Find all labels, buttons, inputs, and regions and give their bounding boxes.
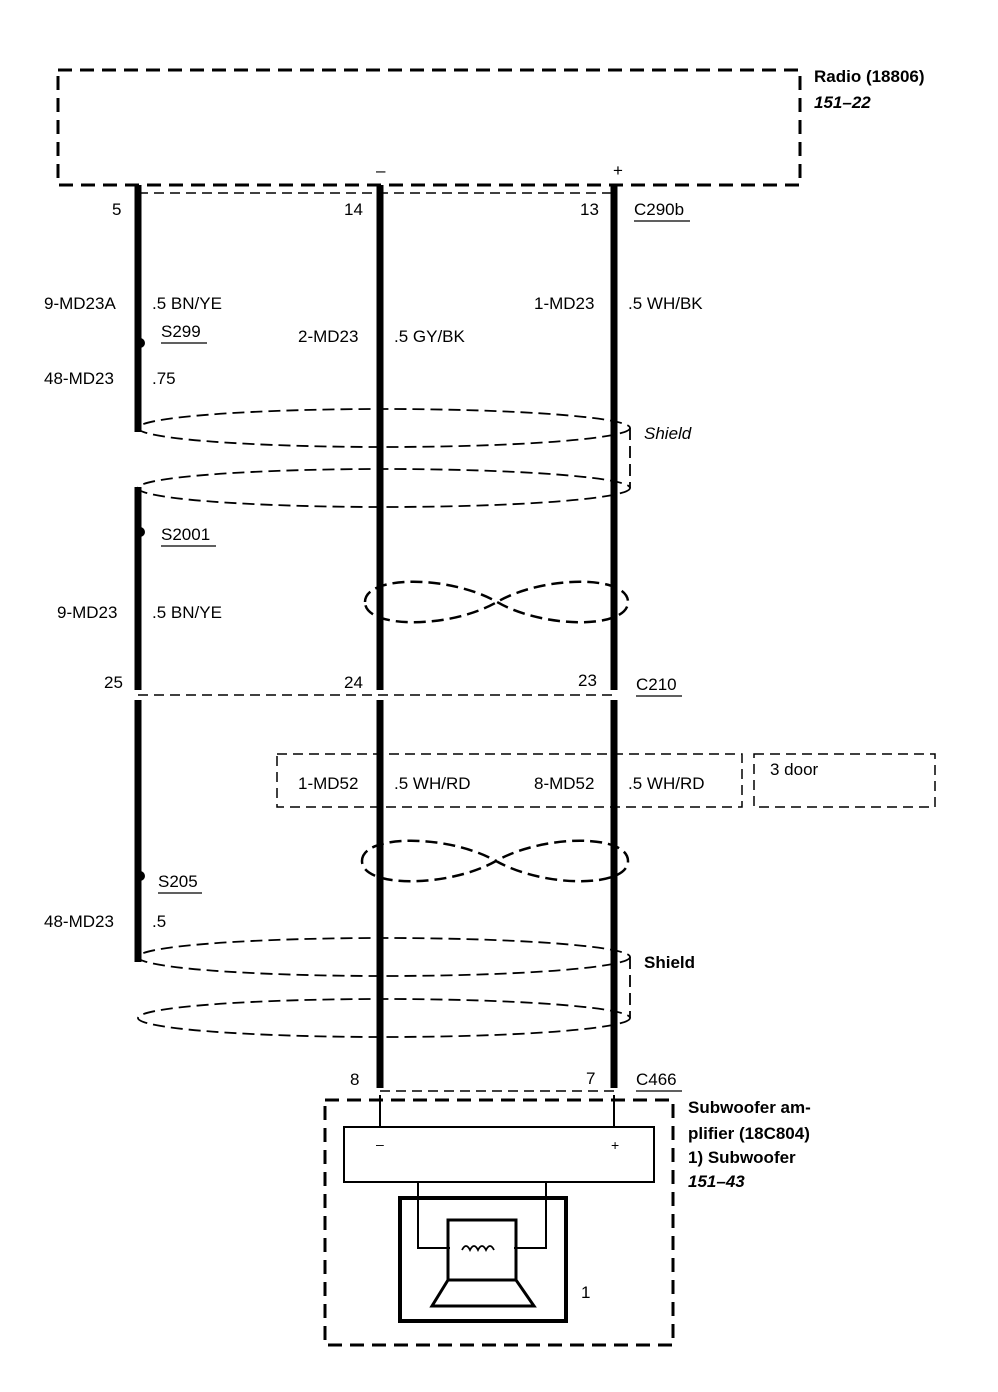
amp-title-line3: 1) Subwoofer: [688, 1148, 796, 1167]
three-door-label-box: [753, 753, 936, 808]
wire-color-9-md23a: .5 BN/YE: [152, 294, 222, 313]
splice-s2001-label: S2001: [161, 525, 210, 544]
wire-color-2-md23: .5 GY/BK: [394, 327, 466, 346]
splice-s2001-dot: [135, 527, 145, 537]
speaker-lead-right: [514, 1182, 547, 1249]
wire-label-2-md23: 2-MD23: [298, 327, 358, 346]
three-door-wire-box: [276, 753, 743, 808]
amp-minus: –: [376, 1136, 384, 1152]
radio-minus: –: [376, 161, 386, 180]
shield-top-upper-ring: [137, 408, 631, 448]
amp-plus: +: [611, 1137, 619, 1153]
shield-bottom-lower-ring: [137, 998, 631, 1038]
pin-23: 23: [578, 671, 597, 690]
wire-label-48-md23-bottom: 48-MD23: [44, 912, 114, 931]
amplifier-module: [343, 1126, 655, 1183]
wire-label-1-md23: 1-MD23: [534, 294, 594, 313]
speaker-enclosure: [398, 1196, 568, 1323]
amp-title-line1: Subwoofer am-: [688, 1098, 811, 1117]
radio-title: Radio (18806): [814, 67, 925, 86]
wire-color-1-md52: .5 WH/RD: [394, 774, 471, 793]
wire-color-48-md23-top: .75: [152, 369, 176, 388]
subwoofer-amplifier-box: [323, 1098, 675, 1347]
speaker-callout: 1: [581, 1283, 590, 1302]
speaker-lead-left: [417, 1182, 450, 1249]
pin-8: 8: [350, 1070, 359, 1089]
amp-ref: 151–43: [688, 1172, 745, 1191]
connector-c466-label: C466: [636, 1070, 677, 1089]
shield-bottom-label: Shield: [644, 953, 695, 972]
splice-s299-dot: [135, 338, 145, 348]
pin-13: 13: [580, 200, 599, 219]
wire-label-1-md52: 1-MD52: [298, 774, 358, 793]
pin-14: 14: [344, 200, 363, 219]
splice-s205-dot: [135, 871, 145, 881]
splice-s299-label: S299: [161, 322, 201, 341]
connector-c210-label: C210: [636, 675, 677, 694]
splice-s205-label: S205: [158, 872, 198, 891]
shield-bottom-upper-ring: [137, 937, 631, 977]
wire-color-48-md23-bottom: .5: [152, 912, 166, 931]
speaker-cone-icon: [429, 1278, 537, 1308]
twisted-pair-lower: [360, 839, 630, 883]
wire-color-9-md23: .5 BN/YE: [152, 603, 222, 622]
pin-5: 5: [112, 200, 121, 219]
wire-label-8-md52: 8-MD52: [534, 774, 594, 793]
wire-color-8-md52: .5 WH/RD: [628, 774, 705, 793]
wire-label-9-md23: 9-MD23: [57, 603, 117, 622]
wire-label-9-md23a: 9-MD23A: [44, 294, 116, 313]
wire-label-48-md23-top: 48-MD23: [44, 369, 114, 388]
voice-coil-icon: [461, 1245, 495, 1253]
radio-box: [56, 68, 802, 187]
radio-plus: +: [613, 161, 623, 180]
radio-ref: 151–22: [814, 93, 871, 112]
three-door-label: 3 door: [770, 760, 819, 779]
speaker-magnet: [446, 1218, 518, 1282]
twisted-pair-upper: [363, 580, 630, 624]
amp-title-line2: plifier (18C804): [688, 1124, 810, 1143]
wire-color-1-md23: .5 WH/BK: [628, 294, 703, 313]
pin-24: 24: [344, 673, 363, 692]
pin-25: 25: [104, 673, 123, 692]
shield-top-label: Shield: [644, 424, 692, 443]
pin-7: 7: [586, 1069, 595, 1088]
connector-c290b-label: C290b: [634, 200, 684, 219]
shield-top-lower-ring: [137, 468, 631, 508]
